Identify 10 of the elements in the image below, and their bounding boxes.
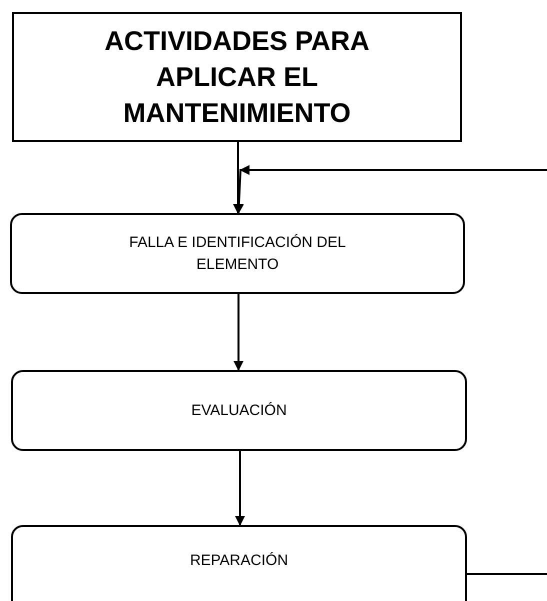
title-box [12, 12, 462, 142]
arrow [234, 294, 244, 371]
process-box [11, 525, 467, 601]
title-text: ACTIVIDADES PARA APLICAR EL MANTENIMIENTO [103, 25, 371, 130]
arrow [235, 451, 245, 526]
step-text: EVALUACIÓN [190, 400, 288, 420]
process-box [11, 370, 467, 451]
step-text: FALLA E IDENTIFICACIÓN DEL ELEMENTO [128, 232, 347, 274]
step-text: REPARACIÓN [188, 551, 290, 571]
process-box [10, 213, 465, 294]
